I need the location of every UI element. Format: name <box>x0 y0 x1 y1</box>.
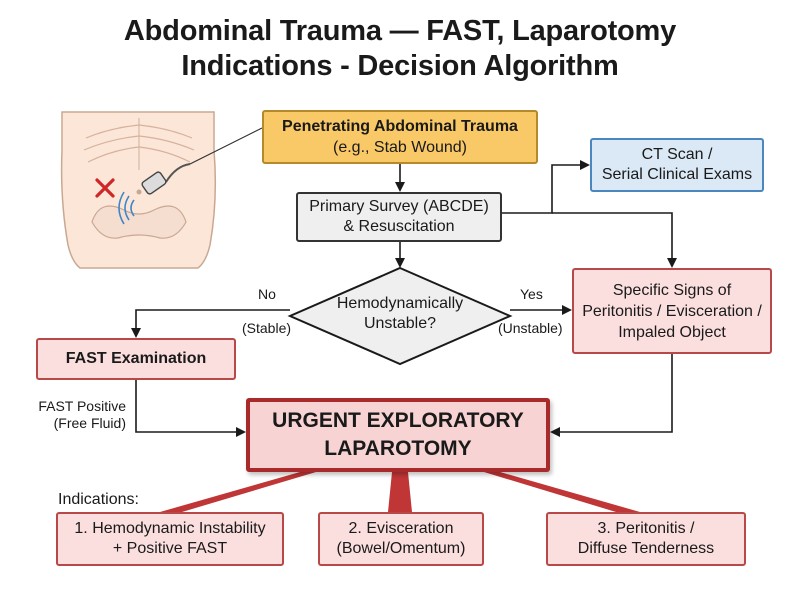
indication-3-line1: 3. Peritonitis / <box>597 520 695 537</box>
edge-label-fast-positive: FAST Positive (Free Fluid) <box>26 398 126 432</box>
node-fast-label: FAST Examination <box>65 350 207 367</box>
node-specific-signs: Specific Signs of Peritonitis / Eviscera… <box>572 268 772 354</box>
node-primary-line2: & Resuscitation <box>343 218 455 235</box>
node-penetrating-line1: Penetrating Abdominal Trauma <box>282 118 518 135</box>
node-fast-examination: FAST Examination <box>36 338 236 380</box>
node-primary-survey: Primary Survey (ABCDE) & Resuscitation <box>296 192 502 242</box>
node-ct-scan: CT Scan / Serial Clinical Exams <box>590 138 764 192</box>
edge-label-unstable: (Unstable) <box>498 320 563 336</box>
decision-line2: Unstable? <box>363 315 437 332</box>
indication-1-line1: 1. Hemodynamic Instability <box>74 520 266 537</box>
node-penetrating-trauma: Penetrating Abdominal Trauma (e.g., Stab… <box>262 110 538 164</box>
page-title: Abdominal Trauma — FAST, Laparotomy Indi… <box>0 14 800 84</box>
title-line-1: Abdominal Trauma — FAST, Laparotomy <box>123 15 677 47</box>
edge-label-yes: Yes <box>520 286 543 302</box>
node-laparotomy-line2: LAPAROTOMY <box>324 437 472 460</box>
torso-illustration <box>60 111 217 269</box>
indication-1-line2: + Positive FAST <box>112 540 228 557</box>
node-urgent-laparotomy: URGENT EXPLORATORY LAPAROTOMY <box>246 398 550 472</box>
node-signs-line1: Specific Signs of <box>612 281 732 299</box>
node-ct-line2: Serial Clinical Exams <box>601 166 753 183</box>
decision-text: Hemodynamically Unstable? <box>320 294 480 334</box>
decision-diamond <box>287 266 513 366</box>
edge-label-no: No <box>258 286 276 302</box>
red-x-wound-icon <box>95 178 115 198</box>
indication-item: 2. Evisceration (Bowel/Omentum) <box>318 512 484 566</box>
title-line-2: Indications - Decision Algorithm <box>181 50 619 82</box>
node-signs-line2: Peritonitis / Evisceration / <box>582 302 762 320</box>
indications-heading: Indications: <box>58 491 139 508</box>
node-penetrating-line2: (e.g., Stab Wound) <box>333 139 467 156</box>
indication-item: 3. Peritonitis / Diffuse Tenderness <box>546 512 746 566</box>
edge-label-fast-positive-line1: FAST Positive <box>38 398 126 414</box>
indication-3-line2: Diffuse Tenderness <box>577 540 715 557</box>
node-primary-line1: Primary Survey (ABCDE) <box>309 198 489 215</box>
node-signs-line3: Impaled Object <box>618 323 726 341</box>
decision-line1: Hemodynamically <box>336 295 464 312</box>
ultrasound-probe-icon <box>118 127 263 225</box>
node-laparotomy-line1: URGENT EXPLORATORY <box>272 409 524 432</box>
indication-2-line2: (Bowel/Omentum) <box>336 540 466 557</box>
edge-label-fast-positive-line2: (Free Fluid) <box>53 415 126 431</box>
indication-item: 1. Hemodynamic Instability + Positive FA… <box>56 512 284 566</box>
edge-label-stable: (Stable) <box>242 320 292 336</box>
node-ct-line1: CT Scan / <box>641 146 713 163</box>
indication-2-line1: 2. Evisceration <box>348 520 454 537</box>
